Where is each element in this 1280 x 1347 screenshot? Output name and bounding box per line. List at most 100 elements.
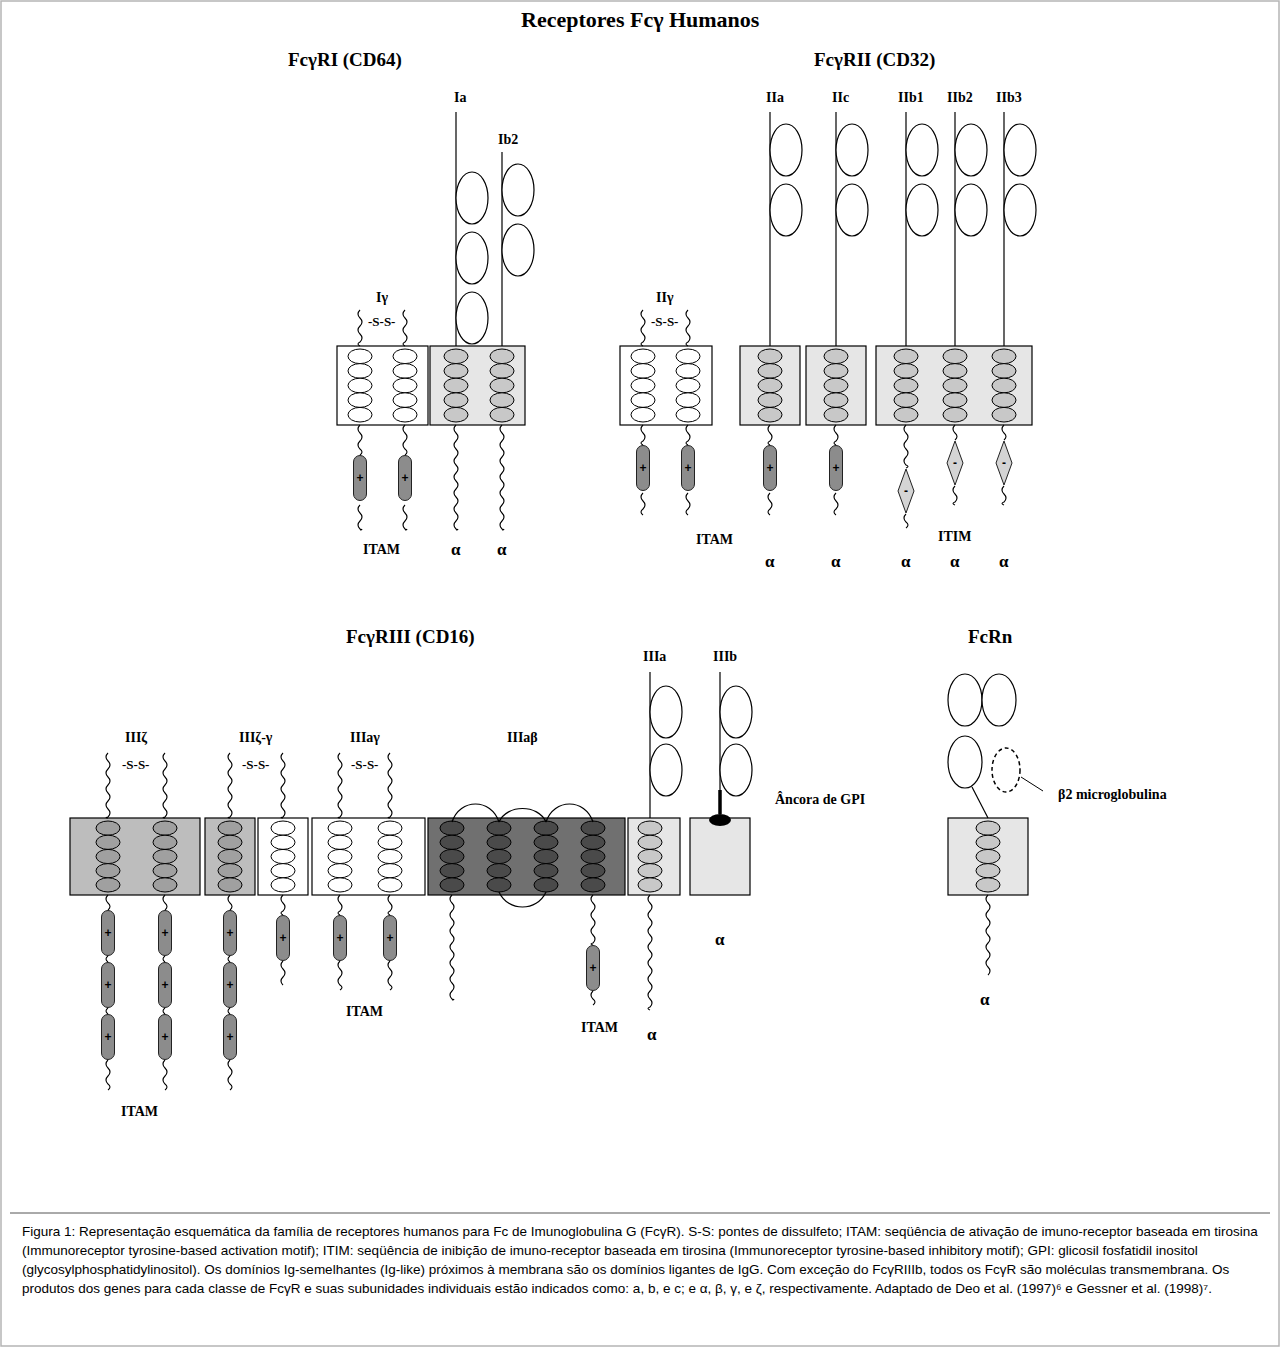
cytoplasmic-tail (591, 991, 595, 1005)
helix-coil (218, 878, 242, 892)
motif-sign: + (161, 1031, 168, 1043)
helix-coil (487, 835, 511, 849)
itam-cylinder: + (763, 445, 777, 491)
membrane-box (70, 818, 200, 895)
helix-coil (534, 864, 558, 878)
chain-name: IIb1 (898, 90, 924, 105)
helix-coil (758, 393, 782, 408)
helix-coil (490, 364, 514, 379)
helix-coil (440, 835, 464, 849)
helix-coil (676, 407, 700, 422)
membrane-box (337, 346, 428, 425)
itam-cylinder: + (353, 455, 367, 501)
cytoplasmic-tail (834, 493, 838, 515)
cytoplasmic-tail (768, 425, 772, 445)
helix-coil (581, 864, 605, 878)
helix-coil (490, 393, 514, 408)
diamond-shape (947, 441, 963, 485)
helix-coil (943, 378, 967, 393)
figure-caption: Figura 1: Representação esquemática da f… (22, 1222, 1258, 1298)
ig-domain (1004, 124, 1036, 176)
motif-sign: + (356, 472, 363, 484)
cytoplasmic-tail (228, 895, 232, 910)
cytoplasmic-tail (454, 425, 458, 530)
helix-coil (581, 878, 605, 892)
chain-name: IIc (832, 90, 849, 105)
itam-cylinder: + (681, 445, 695, 491)
disulfide-bracket (641, 310, 645, 346)
disulfide-bracket (228, 753, 232, 818)
helix-coil (638, 849, 662, 863)
motif-label: ITIM (938, 529, 971, 544)
itam-cylinder: + (101, 1014, 115, 1060)
cytoplasmic-tail (953, 425, 957, 440)
motif-sign: + (336, 932, 343, 944)
ig-domain (948, 674, 982, 726)
cytoplasmic-tail (450, 895, 454, 1000)
helix-coil (490, 407, 514, 422)
helix-coil (378, 835, 402, 849)
itam-cylinder: + (636, 445, 650, 491)
cytoplasmic-tail (163, 895, 167, 910)
helix-coil (490, 349, 514, 364)
helix-coil (676, 393, 700, 408)
cytoplasmic-tail (591, 895, 595, 945)
cytoplasmic-tail (686, 493, 690, 515)
helix-coil (444, 349, 468, 364)
helix-coil (348, 407, 372, 422)
ig-domain (982, 674, 1016, 726)
helix-coil (218, 864, 242, 878)
helix-coil (328, 864, 352, 878)
membrane-box (620, 346, 712, 425)
cytoplasmic-tail (228, 1060, 232, 1090)
disulfide-bracket (106, 753, 110, 818)
helix-coil (218, 835, 242, 849)
helix-coil (444, 378, 468, 393)
ig-domain (720, 744, 752, 796)
diamond-shape (996, 441, 1012, 485)
helix-coil (440, 821, 464, 835)
helix-coil (96, 878, 120, 892)
cytoplasmic-tail (641, 425, 645, 445)
helix-coil (676, 378, 700, 393)
cytoplasmic-tail (904, 514, 908, 528)
helix-coil (444, 393, 468, 408)
disulfide-label: -S-S- (651, 315, 678, 329)
ig-domain (720, 686, 752, 738)
chain-name: IIb2 (947, 90, 973, 105)
helix-coil (638, 878, 662, 892)
itam-cylinder: + (158, 1014, 172, 1060)
helix-coil (631, 393, 655, 408)
disulfide-label: -S-S- (242, 758, 269, 772)
membrane-box (312, 818, 425, 895)
ig-domain (456, 232, 488, 284)
caption-rule (10, 1213, 1270, 1214)
helix-coil (487, 878, 511, 892)
helix-coil (328, 878, 352, 892)
motif-label: ITAM (581, 1020, 618, 1035)
helix-coil (976, 849, 1000, 863)
helix-coil (992, 407, 1016, 422)
membrane-box (430, 346, 525, 425)
helix-coil (943, 349, 967, 364)
disulfide-bracket (338, 753, 342, 818)
cytoplasmic-tail (106, 1060, 110, 1090)
helix-coil (976, 835, 1000, 849)
motif-sign: + (766, 462, 773, 474)
helix-coil (894, 364, 918, 379)
membrane-box (948, 818, 1028, 895)
motif-sign: + (832, 462, 839, 474)
helix-coil (348, 378, 372, 393)
helix-coil (487, 849, 511, 863)
chain-name: IIIζ-γ (239, 730, 272, 745)
helix-coil (96, 821, 120, 835)
helix-coil (96, 835, 120, 849)
helix-coil (348, 393, 372, 408)
helix-coil (328, 849, 352, 863)
helix-coil (758, 407, 782, 422)
helix-coil (758, 349, 782, 364)
helix-coil (992, 378, 1016, 393)
disulfide-label: -S-S- (122, 758, 149, 772)
helix-coil (444, 407, 468, 422)
cytoplasmic-tail (686, 425, 690, 445)
